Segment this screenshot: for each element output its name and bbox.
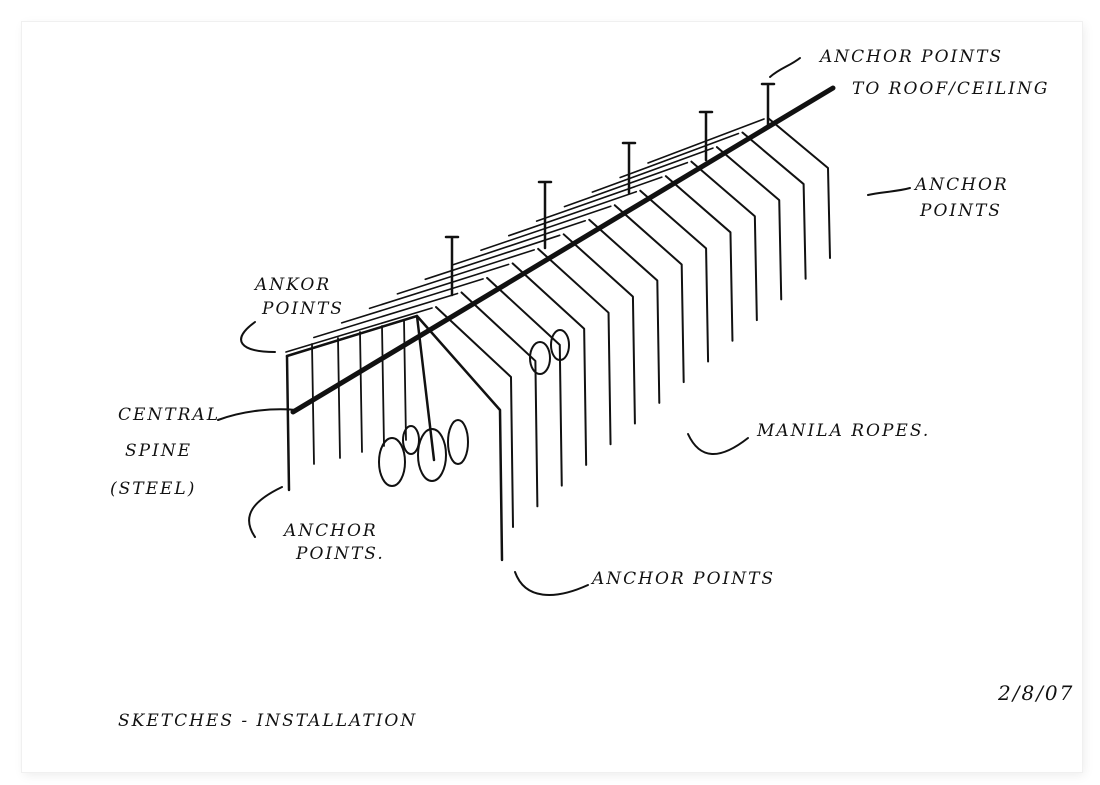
manila-rope-frames bbox=[285, 117, 831, 528]
leader-spine bbox=[217, 408, 297, 421]
people-figures bbox=[378, 329, 570, 487]
leader-manila bbox=[687, 433, 749, 455]
central-spine bbox=[290, 85, 836, 415]
figure bbox=[447, 419, 469, 465]
ceiling-post bbox=[444, 235, 460, 297]
rope-slope-left bbox=[535, 176, 663, 222]
ceiling-post bbox=[537, 180, 553, 250]
rope-slope-left bbox=[591, 147, 714, 193]
leader-roof bbox=[769, 57, 801, 78]
label-bottom-anchor: Anchor points bbox=[592, 569, 776, 589]
ceiling-post bbox=[621, 141, 637, 195]
figure bbox=[550, 329, 570, 361]
rope-slope-left bbox=[424, 234, 561, 281]
hanging-rope bbox=[359, 331, 363, 453]
rope-frame bbox=[435, 306, 514, 528]
rope-slope-left bbox=[452, 219, 587, 266]
rope-frame bbox=[715, 146, 783, 301]
front-right-frame bbox=[415, 314, 504, 562]
leader-bottom bbox=[514, 571, 589, 596]
rope-frame bbox=[664, 175, 734, 342]
leader-right bbox=[867, 187, 911, 196]
rope-frame bbox=[639, 189, 710, 363]
label-spine-1: Central bbox=[118, 405, 220, 425]
rope-slope-left bbox=[480, 205, 612, 252]
label-roof-anchor-2: to roof/ceiling bbox=[852, 79, 1050, 99]
label-left-anchor-2: points bbox=[262, 299, 344, 319]
hanging-rope bbox=[381, 325, 385, 447]
rope-slope-left bbox=[647, 118, 765, 164]
rope-slope-left bbox=[313, 292, 459, 339]
rope-slope-left bbox=[507, 190, 638, 237]
label-bottom-left-anchor-2: points. bbox=[296, 544, 385, 564]
leader-bottom-left bbox=[248, 486, 283, 538]
label-bottom-left-anchor-1: Anchor bbox=[284, 521, 378, 541]
figure bbox=[402, 425, 420, 455]
figure bbox=[378, 437, 406, 487]
rope-slope-left bbox=[563, 161, 689, 208]
rope-frame bbox=[511, 262, 588, 466]
label-right-anchor-2: points bbox=[920, 201, 1002, 221]
date: 2/8/07 bbox=[998, 681, 1075, 705]
rope-slope-left bbox=[340, 278, 484, 324]
rope-frame bbox=[741, 131, 807, 280]
label-spine-3: (Steel) bbox=[110, 479, 197, 499]
ceiling-post bbox=[760, 82, 776, 129]
hanging-rope bbox=[337, 337, 341, 459]
left-side-ropes bbox=[311, 319, 407, 465]
label-left-anchor-1: Ankor bbox=[255, 275, 332, 295]
front-left-leg bbox=[285, 354, 291, 492]
rope-frame bbox=[486, 276, 563, 487]
ceiling-post bbox=[698, 110, 714, 162]
rope-frame bbox=[690, 160, 758, 322]
label-spine-2: Spine bbox=[125, 441, 193, 461]
caption: Sketches - Installation bbox=[118, 711, 418, 731]
rope-slope-left bbox=[396, 249, 535, 295]
ceiling-anchor-posts bbox=[444, 82, 776, 297]
label-manila-ropes: Manila ropes. bbox=[757, 421, 931, 441]
label-roof-anchor-1: Anchor points bbox=[820, 47, 1004, 67]
rope-slope-left bbox=[285, 307, 433, 353]
rope-frame bbox=[613, 204, 685, 384]
sketch-paper bbox=[22, 22, 1082, 772]
leader-left-anchor bbox=[240, 321, 276, 353]
rope-slope-left bbox=[619, 132, 740, 179]
rope-frame bbox=[767, 117, 831, 259]
hanging-rope bbox=[403, 319, 407, 441]
rope-slope-left bbox=[368, 263, 510, 310]
rope-frame bbox=[460, 291, 539, 508]
rope-frame bbox=[537, 247, 612, 446]
figure bbox=[529, 341, 551, 375]
leader-lines bbox=[217, 57, 911, 596]
rope-frame bbox=[588, 218, 661, 404]
label-right-anchor-1: Anchor bbox=[915, 175, 1009, 195]
rope-frame bbox=[562, 233, 636, 425]
figure bbox=[417, 428, 447, 482]
hanging-rope bbox=[311, 343, 315, 465]
